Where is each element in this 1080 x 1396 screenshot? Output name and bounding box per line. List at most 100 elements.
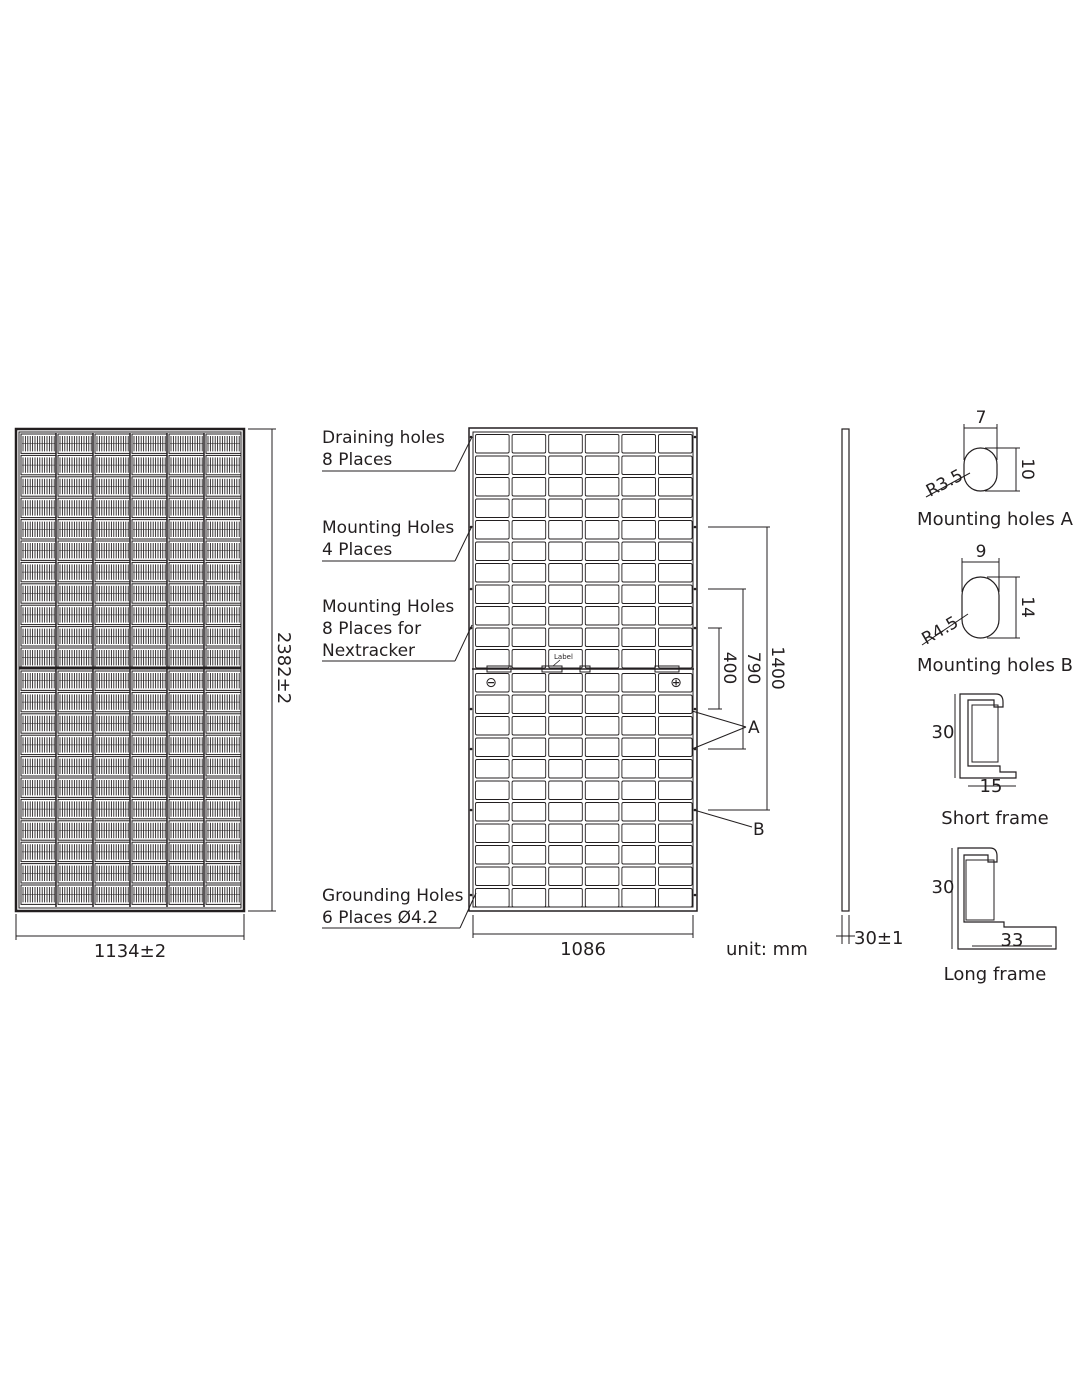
dim-1400: 1400 [708,526,787,811]
rear-cell [584,823,620,843]
rear-cell [475,780,510,800]
rear-hole-left [469,707,473,711]
callout-grounding-line2: 6 Places Ø4.2 [322,908,438,928]
callout-nextracker-line2: 8 Places for [322,619,421,639]
rear-cell [658,716,693,736]
rear-cell [621,780,656,800]
rear-hole-left [469,587,473,591]
rear-width-dimension: 1086 [472,915,694,960]
rear-cell [621,649,656,669]
rear-cell [658,434,693,454]
rear-cell [511,563,547,583]
rear-cell [548,520,583,540]
rear-cell [548,694,583,714]
rear-cell [548,802,583,822]
short-frame-width-label: 15 [980,776,1003,797]
rear-cell [475,759,510,779]
rear-cell [548,627,583,647]
rear-cell [584,455,620,475]
rear-cell [621,477,656,497]
rear-cell [511,759,547,779]
hole-a-slot [963,447,998,492]
front-view: 1134±2 2382±2 [14,427,294,962]
rear-cell [621,673,656,693]
rear-cell [511,434,547,454]
rear-cell [548,584,583,604]
label-tag: Label [554,653,573,661]
callout-nextracker-line1: Mounting Holes [322,597,454,617]
rear-cell [658,541,693,561]
dim-1400-label: 1400 [767,646,787,689]
rear-cell [511,673,547,693]
rear-cell [548,780,583,800]
leader-a-letter: A [748,718,760,738]
detail-short-frame: 30 15 Short frame [932,693,1049,829]
rear-cell [584,627,620,647]
rear-cell [511,541,547,561]
rear-cell [548,673,583,693]
rear-cell [658,584,693,604]
rear-cell [548,477,583,497]
dim-790: 790 [708,588,763,750]
dim-400-label: 400 [719,652,739,684]
hole-b-radius-label: R4.5 [919,613,963,650]
rear-cell [621,434,656,454]
unit-label: unit: mm [726,939,808,960]
callout-mounting-line1: Mounting Holes [322,518,454,538]
rear-hole-right [693,893,697,897]
callout-draining-line2: 8 Places [322,450,392,470]
rear-cell [475,737,510,757]
rear-cell [548,716,583,736]
long-frame-caption: Long frame [944,964,1047,985]
short-frame-profile [959,693,1017,779]
rear-cell [584,845,620,865]
rear-cell [658,737,693,757]
rear-cell [584,541,620,561]
hole-b-height-label: 14 [1017,596,1037,618]
rear-hole-left [469,525,473,529]
rear-cell [621,823,656,843]
hole-a-caption: Mounting holes A [917,509,1074,530]
rear-cell [475,823,510,843]
rear-cell [584,888,620,908]
front-width-dimension: 1134±2 [15,914,245,962]
rear-cell [548,737,583,757]
rear-mounting-holes [469,435,697,897]
rear-cell [621,802,656,822]
long-frame-height-label: 30 [932,877,955,898]
rear-hole-right [693,587,697,591]
leader-b: B [693,809,765,840]
rear-cell [511,627,547,647]
hole-a-width-label: 7 [976,408,987,428]
rear-cell [511,694,547,714]
rear-cell [584,694,620,714]
detail-mounting-hole-b: 9 14 R4.5 Mounting holes B [917,542,1073,676]
rear-cell [475,584,510,604]
rear-cell [475,563,510,583]
rear-cell [475,673,510,693]
rear-cell [475,434,510,454]
rear-cell [658,563,693,583]
side-frame [841,428,850,912]
rear-cell [584,759,620,779]
rear-hole-left [469,435,473,439]
rear-cell [548,888,583,908]
rear-cell [658,802,693,822]
rear-cell [584,477,620,497]
hole-a-radius-label: R3.5 [923,466,967,502]
rear-cell [584,737,620,757]
rear-cell [511,455,547,475]
long-frame-width-label: 33 [1001,930,1024,951]
rear-callouts: Draining holes 8 Places Mounting Holes 4… [322,428,477,929]
front-cell-grid [20,433,242,907]
rear-cell [475,649,510,669]
rear-cell [658,455,693,475]
callout-mounting-line2: 4 Places [322,540,392,560]
rear-cell [621,520,656,540]
rear-cell [658,759,693,779]
rear-cell [475,498,510,518]
rear-cell [548,498,583,518]
rear-cell [584,649,620,669]
rear-cell [658,649,693,669]
